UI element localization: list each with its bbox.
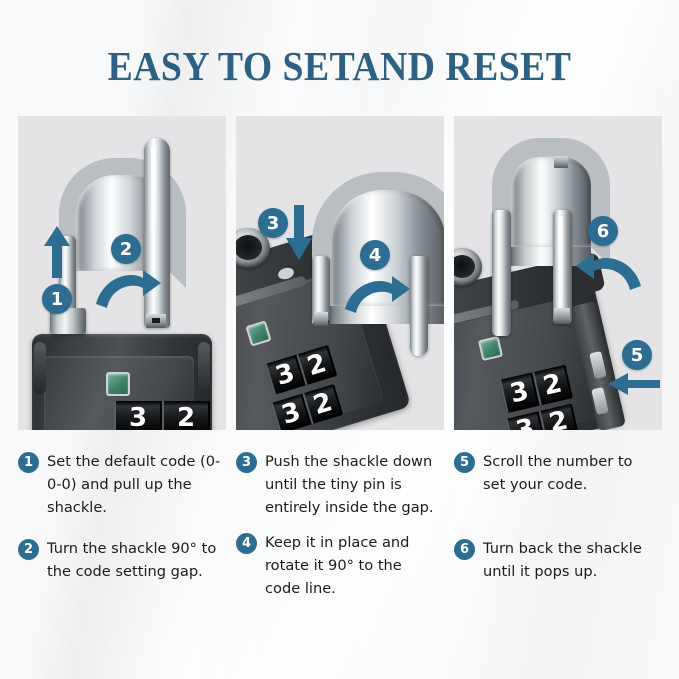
steps-column-2: 3 Push the shackle down until the tiny p… [236, 450, 444, 612]
lock-side-grip-right [198, 342, 210, 394]
step-text: Set the default code (0-0-0) and pull up… [47, 453, 221, 516]
panel-1-artwork: 3 2 1 2 [18, 116, 226, 430]
image-badge-6: 6 [588, 216, 618, 246]
dial-digit[interactable]: 3 [114, 401, 162, 430]
dial-digit[interactable]: 2 [162, 401, 210, 430]
step-item-4: 4 Keep it in place and rotate it 90° to … [236, 531, 444, 600]
panel-step-1-2: 3 2 1 2 [18, 116, 226, 430]
step-item-6: 6 Turn back the shackle until it pops up… [454, 537, 662, 583]
image-badge-2: 2 [111, 234, 141, 264]
step-number-badge: 1 [18, 452, 39, 473]
step-item-3: 3 Push the shackle down until the tiny p… [236, 450, 444, 519]
step-text: Keep it in place and rotate it 90° to th… [265, 534, 410, 597]
step-number-badge: 3 [236, 452, 257, 473]
shackle-right-highlight [558, 216, 563, 312]
step-text: Scroll the number to set your code. [483, 453, 633, 493]
step-text: Turn back the shackle until it pops up. [483, 540, 642, 580]
green-button [106, 372, 130, 396]
tiny-pin-lower [554, 308, 570, 324]
panel-step-3-4: 3 2 3 2 3 4 [236, 116, 444, 430]
step-text: Turn the shackle 90° to the code setting… [47, 540, 217, 580]
arrow-curve-right-icon [345, 276, 410, 313]
image-badge-3: 3 [258, 208, 288, 238]
step-item-2: 2 Turn the shackle 90° to the code setti… [18, 537, 226, 583]
image-badge-4: 4 [360, 240, 390, 270]
arrow-curve-right-icon [96, 270, 161, 308]
shackle-right-leg [410, 256, 428, 356]
steps-section: 1 Set the default code (0-0-0) and pull … [18, 450, 663, 612]
shackle-right-tip-highlight [151, 146, 156, 286]
pin-notch [152, 318, 160, 323]
shackle-right-leg [144, 138, 170, 328]
panel-3-artwork: 3 2 3 2 6 [454, 116, 662, 430]
shackle-left-leg [312, 256, 330, 322]
step-text: Push the shackle down until the tiny pin… [265, 453, 434, 516]
arrow-left-icon [608, 373, 660, 395]
arrow-up-icon [44, 226, 70, 278]
image-badge-1: 1 [42, 284, 72, 314]
tiny-pin [314, 312, 328, 326]
step-number-badge: 2 [18, 539, 39, 560]
lock-side-grip-left [34, 342, 46, 394]
panel-step-5-6: 3 2 3 2 6 [454, 116, 662, 430]
page-title: EASY TO SETAND RESET [107, 43, 572, 89]
panel-2-artwork: 3 2 3 2 3 4 [236, 116, 444, 430]
arrow-curve-left-icon [576, 253, 641, 290]
steps-column-3: 5 Scroll the number to set your code. 6 … [454, 450, 662, 612]
arrow-down-icon [286, 205, 312, 260]
panel-row: 3 2 1 2 [18, 116, 663, 430]
step-number-badge: 5 [454, 452, 475, 473]
combination-dial-strip: 3 2 [114, 401, 210, 430]
step-item-1: 1 Set the default code (0-0-0) and pull … [18, 450, 226, 519]
step-number-badge: 6 [454, 539, 475, 560]
tiny-pin [554, 156, 568, 168]
step-item-5: 5 Scroll the number to set your code. [454, 450, 662, 496]
image-badge-5: 5 [622, 340, 652, 370]
shackle-left-leg [492, 210, 511, 336]
step-number-badge: 4 [236, 533, 257, 554]
steps-column-1: 1 Set the default code (0-0-0) and pull … [18, 450, 226, 612]
keyhole-opening [454, 255, 475, 278]
keyhole-opening [236, 235, 262, 260]
